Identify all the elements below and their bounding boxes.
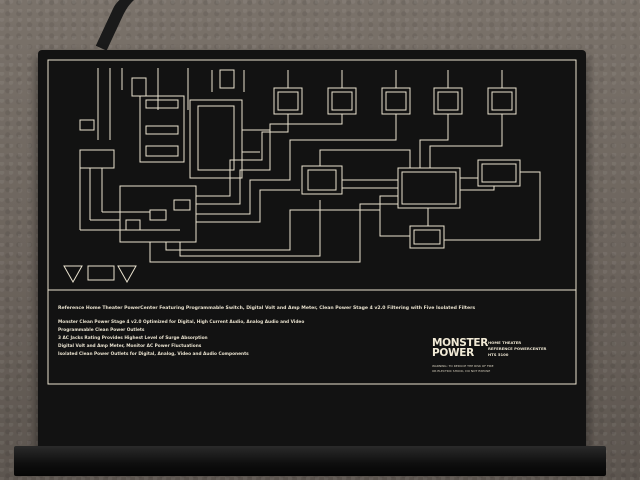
power-center-device (38, 50, 586, 450)
warning-symbols (63, 265, 137, 284)
power-block (119, 185, 197, 243)
feature-bullet: Isolated Clean Power Outlets for Digital… (58, 352, 249, 357)
feature-bullet: 3 AC Jacks Rating Provides Highest Level… (58, 336, 208, 341)
input-arrows-left (97, 68, 245, 140)
feature-bullet: Monster Clean Power Stage 4 v2.0 Optimiz… (58, 320, 305, 325)
switch-blocks (139, 95, 243, 179)
bus-lines (149, 114, 541, 263)
device-front-edge (14, 446, 606, 476)
model-line: HOME THEATER (488, 340, 522, 345)
brand-line-2: POWER (432, 347, 474, 359)
brand-logo: MONSTER POWER (432, 337, 502, 359)
fineprint-line: OR ELECTRIC SHOCK, DO NOT EXPOSE (432, 369, 491, 373)
bottom-block (409, 225, 445, 249)
model-line: HTS 5100 (488, 352, 509, 357)
description-title: Reference Home Theater PowerCenter Featu… (58, 306, 476, 311)
meter-block (301, 165, 343, 195)
right-block (477, 159, 521, 187)
output-modules (273, 70, 517, 115)
feature-bullet: Programmable Clean Power Outlets (58, 328, 145, 333)
filter-block (397, 167, 461, 209)
fineprint-line: WARNING: TO REDUCE THE RISK OF FIRE (432, 364, 494, 368)
brand-line-1: MONSTER (432, 337, 489, 349)
panel-border (47, 59, 577, 385)
left-bus (79, 119, 180, 231)
model-line: REFERENCE POWERCENTER (488, 346, 547, 351)
feature-bullet: Digital Volt and Amp Meter, Monitor AC P… (58, 344, 202, 349)
